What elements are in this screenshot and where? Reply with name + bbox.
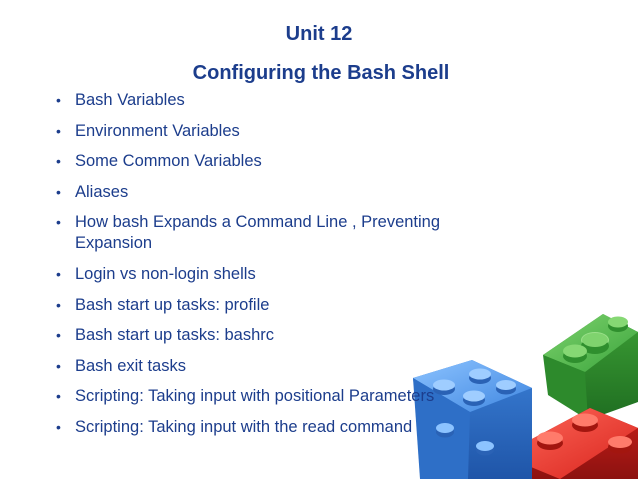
list-item-text: Bash exit tasks <box>75 356 186 375</box>
list-item-text: Bash Variables <box>75 91 185 109</box>
list-item: • Aliases <box>50 182 520 203</box>
list-item-text: Some Common Variables <box>75 152 262 171</box>
bullet-icon: • <box>56 296 61 313</box>
list-item: • How bash Expands a Command Line , Preve… <box>50 212 520 254</box>
topic-list: • Bash Variables • Environment Variables •… <box>50 90 520 448</box>
list-item-text: Scripting: Taking input with the read co… <box>75 417 413 436</box>
bullet-icon: • <box>56 214 61 231</box>
green-block-icon <box>543 314 638 420</box>
list-item: • Scripting: Taking input with positional… <box>50 386 520 407</box>
list-item: • Scripting: Taking input with the read c… <box>50 417 520 438</box>
bullet-icon: • <box>56 153 61 170</box>
bullet-icon: • <box>56 122 61 139</box>
bullet-icon: • <box>56 418 61 435</box>
list-item: • Environment Variables <box>50 121 520 142</box>
list-item: • Bash Variables <box>50 90 520 111</box>
bullet-icon: • <box>56 357 61 374</box>
list-item: • Bash start up tasks: bashrc <box>50 325 520 346</box>
list-item-text: Environment Variables <box>75 121 240 140</box>
red-block-icon <box>502 408 638 479</box>
list-item: • Some Common Variables <box>50 151 520 172</box>
list-item-text: Aliases <box>75 182 129 201</box>
list-item-text: Bash start up tasks: profile <box>75 295 270 314</box>
list-item-text: How bash Expands a Command Line , Preven… <box>75 213 441 253</box>
bullet-icon: • <box>56 388 61 405</box>
bullet-icon: • <box>56 183 61 200</box>
bullet-icon: • <box>56 92 61 108</box>
bullet-icon: • <box>56 327 61 344</box>
list-item: • Login vs non-login shells <box>50 264 520 285</box>
bullet-icon: • <box>56 265 61 282</box>
list-item: • Bash start up tasks: profile <box>50 295 520 316</box>
unit-title: Unit 12 <box>285 23 353 45</box>
list-item-text: Login vs non-login shells <box>75 264 256 283</box>
list-item-text: Scripting: Taking input with positional … <box>75 387 435 406</box>
list-item-text: Bash start up tasks: bashrc <box>75 326 275 345</box>
page-title: Configuring the Bash Shell <box>192 62 450 84</box>
list-item: • Bash exit tasks <box>50 356 520 377</box>
